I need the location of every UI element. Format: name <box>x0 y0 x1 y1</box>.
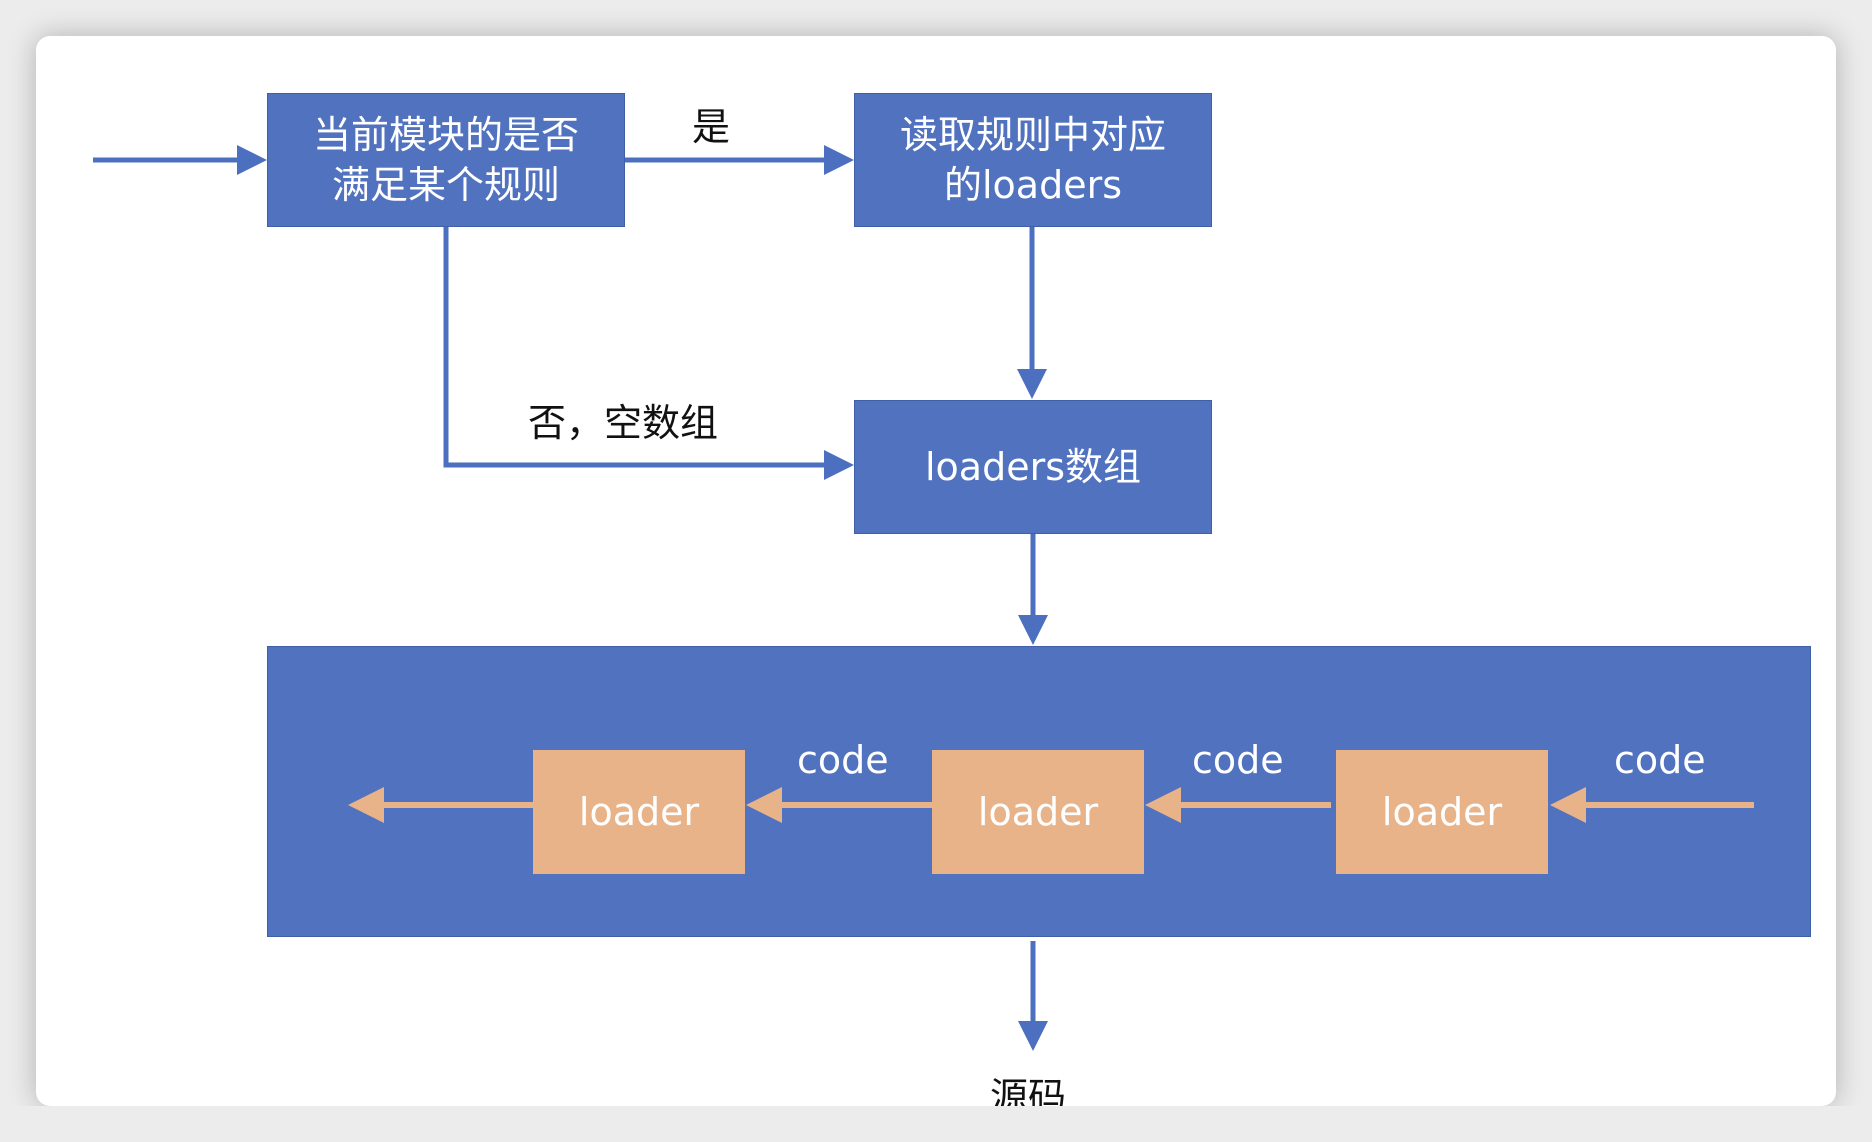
yes-label: 是 <box>692 105 731 149</box>
read-loaders-label: 读取规则中对应的loaders <box>899 113 1166 207</box>
loader-label: loader <box>977 790 1099 834</box>
loader-label: loader <box>578 790 700 834</box>
check-rule-label: 当前模块的是否满足某个规则 <box>312 113 579 207</box>
loader-label: loader <box>1381 790 1503 834</box>
loader-node-2: loader <box>932 750 1144 874</box>
card-bottom-mask <box>0 1106 1872 1142</box>
code-label-1: code <box>797 738 889 782</box>
loader-node-3: loader <box>1336 750 1548 874</box>
code-label-3: code <box>1614 738 1706 782</box>
no-label: 否，空数组 <box>528 401 719 445</box>
no-arrow <box>443 227 854 480</box>
check-rule-node: 当前模块的是否满足某个规则 <box>267 93 625 227</box>
loaders-array-label: loaders数组 <box>924 445 1141 489</box>
code-label-2: code <box>1192 738 1284 782</box>
read-loaders-node: 读取规则中对应的loaders <box>854 93 1212 227</box>
loader-node-1: loader <box>533 750 745 874</box>
loaders-array-node: loaders数组 <box>854 400 1212 534</box>
